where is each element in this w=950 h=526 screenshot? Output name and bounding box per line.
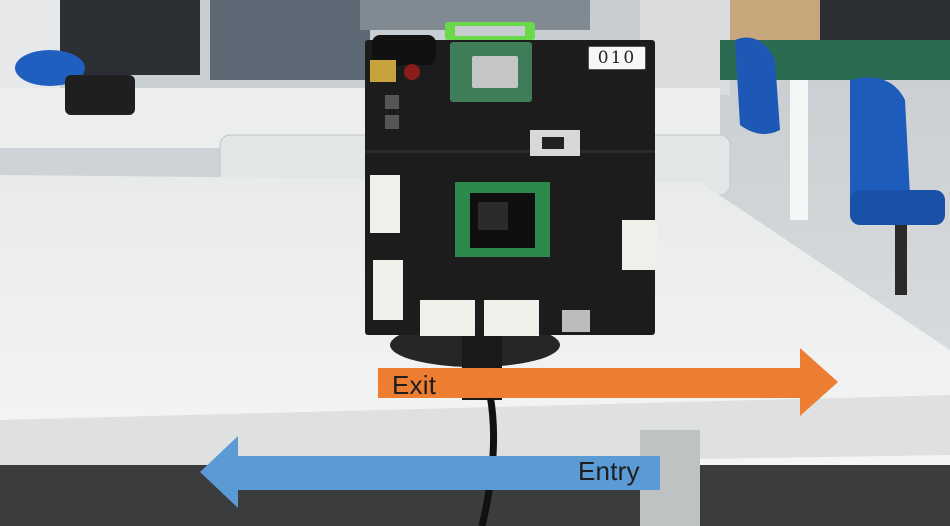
exit-arrow-label: Exit: [392, 370, 437, 400]
connector-left-bottom: [373, 260, 403, 320]
connector-right: [622, 220, 658, 270]
board-id-label: 010: [588, 46, 646, 70]
green-connector-pins: [455, 26, 525, 36]
desk-leg: [790, 80, 808, 220]
person-back: [60, 0, 200, 75]
connector-left-top: [370, 175, 400, 233]
battery-contact: [370, 60, 396, 82]
usb-cable: [478, 394, 498, 526]
power-adapter: [65, 75, 135, 115]
wireless-shield: [472, 56, 518, 88]
chair-seat: [850, 190, 945, 225]
chair-post: [895, 225, 907, 295]
red-button: [404, 64, 420, 80]
cardboard-box: [730, 0, 820, 40]
equipment-background: [210, 0, 370, 80]
exit-arrow: [378, 348, 838, 416]
usb-port: [562, 310, 590, 332]
tactile-switch-1: [385, 95, 399, 109]
entry-arrow-label: Entry: [578, 456, 640, 486]
slide-switch-knob: [542, 137, 564, 149]
chip-die: [478, 202, 508, 230]
chair-right-front: [850, 77, 910, 207]
connector-bottom-2: [484, 300, 539, 336]
pcb-seam: [365, 150, 655, 153]
connector-bottom-1: [420, 300, 475, 336]
tactile-switch-2: [385, 115, 399, 129]
entry-arrow: [200, 436, 660, 508]
chair-right-back: [735, 37, 780, 134]
pcb-sensor-top: [372, 35, 436, 65]
